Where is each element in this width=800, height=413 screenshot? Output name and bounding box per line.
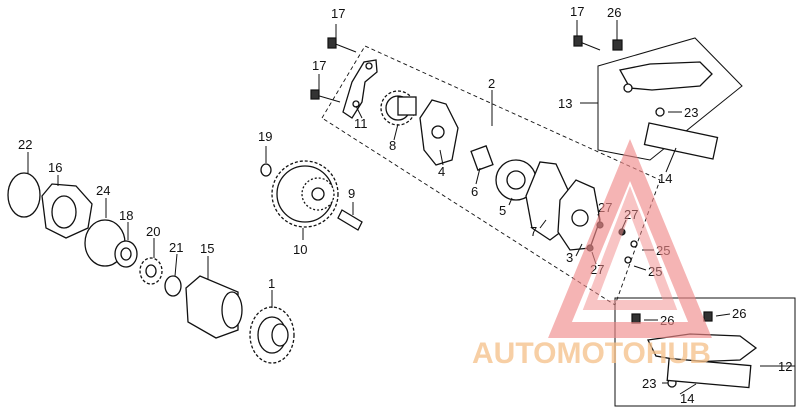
assembly-frame-main: [321, 45, 661, 306]
callout-17-right: 17: [570, 4, 584, 19]
callout-10: 10: [293, 242, 307, 257]
callout-15: 15: [200, 241, 214, 256]
filter-14-lower: [666, 357, 752, 389]
sleeve-15: [185, 275, 243, 339]
assembly-frame-lower: [614, 297, 796, 407]
callout-11: 11: [354, 116, 368, 131]
callout-20: 20: [146, 224, 160, 239]
callout-3: 3: [566, 250, 573, 265]
callout-22: 22: [18, 137, 32, 152]
callout-5: 5: [499, 203, 506, 218]
bearing-18: [114, 240, 138, 268]
watermark-text: AUTOMOTOHUB: [472, 337, 711, 370]
callout-9: 9: [348, 186, 355, 201]
pin-6: [470, 145, 494, 171]
washer-19: [260, 163, 272, 177]
bolt-17-right: [573, 35, 601, 51]
watermark-triangle-outer: [548, 138, 712, 338]
screw-26-lower-b: [703, 311, 713, 322]
gear-8: [380, 90, 417, 126]
callout-21: 21: [169, 240, 183, 255]
callout-24: 24: [96, 183, 110, 198]
callout-6: 6: [471, 184, 478, 199]
shaft-9: [337, 209, 363, 231]
screw-26-lower-a: [631, 313, 641, 324]
bracket-11: [342, 59, 378, 119]
oring-25b: [624, 256, 632, 264]
watermark: AUTOMOTOHUB: [472, 138, 712, 370]
screw-26-top: [612, 30, 623, 51]
washer-21: [164, 275, 182, 297]
callout-8: 8: [389, 138, 396, 153]
pipe-13: [618, 61, 713, 91]
callout-17-left: 17: [312, 58, 326, 73]
callout-23-top: 23: [684, 105, 698, 120]
callout-18: 18: [119, 208, 133, 223]
bolt-17-left: [310, 89, 341, 103]
callout-13: 13: [558, 96, 572, 111]
callout-7: 7: [530, 224, 537, 239]
callout-2: 2: [488, 76, 495, 91]
watermark-triangle-inner: [582, 185, 678, 310]
callout-1: 1: [268, 276, 275, 291]
callout-14-lower: 14: [680, 391, 694, 406]
housing-16: [41, 183, 93, 239]
filter-14-top: [643, 122, 719, 160]
callout-12: 12: [778, 359, 792, 374]
bolt-17-top: [327, 37, 357, 53]
callout-23-lower: 23: [642, 376, 656, 391]
callout-26-lower-b: 26: [732, 306, 746, 321]
oring-25a: [630, 240, 638, 248]
callout-19: 19: [258, 129, 272, 144]
callout-4: 4: [438, 164, 445, 179]
snap-ring-22: [7, 172, 41, 218]
callout-16: 16: [48, 160, 62, 175]
callout-26-top: 26: [607, 5, 621, 20]
gear-10: [271, 160, 339, 228]
oring-23-top: [655, 107, 665, 117]
callout-17-top: 17: [331, 6, 345, 21]
rotor-5: [495, 159, 537, 201]
washer-20: [139, 257, 163, 285]
gear-1: [249, 306, 295, 364]
callout-14-top: 14: [658, 171, 672, 186]
assembly-frame-upper: [597, 37, 743, 161]
